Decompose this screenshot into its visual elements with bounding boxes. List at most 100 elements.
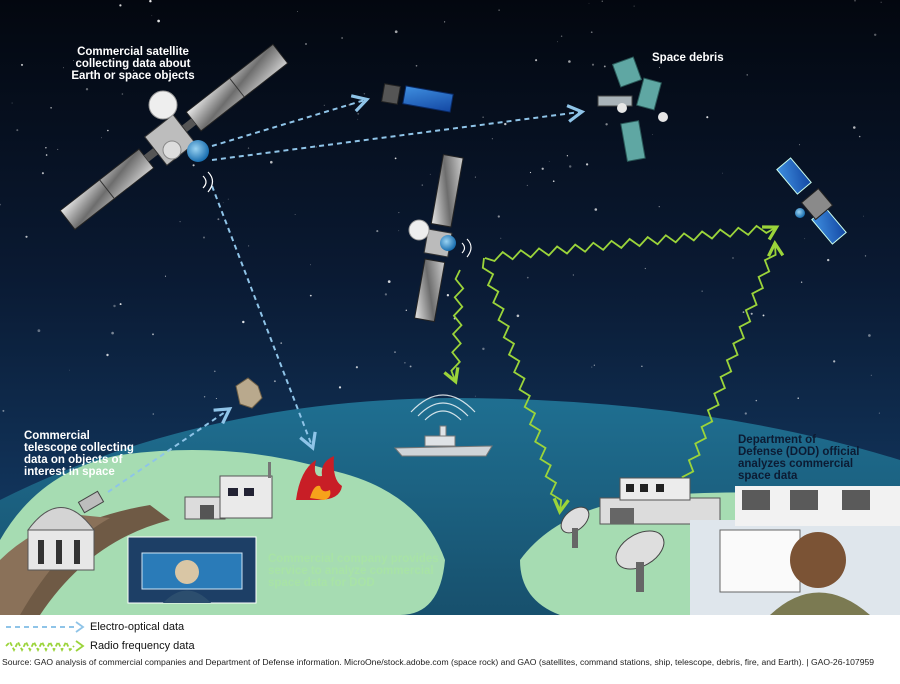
star: [45, 147, 47, 149]
star: [498, 9, 500, 11]
star: [151, 15, 153, 17]
dod-control-room: [690, 486, 900, 615]
star: [247, 147, 250, 149]
star: [213, 370, 216, 373]
star: [526, 276, 529, 279]
star: [878, 412, 880, 414]
star: [398, 212, 400, 214]
star: [641, 365, 643, 367]
star: [100, 137, 102, 139]
legend-electro-optical-label: Electro-optical data: [90, 621, 185, 633]
star: [568, 60, 571, 63]
star: [591, 366, 593, 368]
star: [762, 314, 765, 317]
commercial-company-building: [184, 462, 273, 520]
star: [348, 104, 350, 106]
star: [405, 309, 407, 311]
star: [652, 134, 653, 135]
radio-frequency-swatch: [5, 639, 85, 653]
star: [16, 129, 19, 132]
star: [113, 304, 116, 308]
star: [270, 160, 273, 164]
target-satellite: [380, 83, 454, 113]
star: [157, 19, 160, 23]
center-satellite: [408, 154, 472, 323]
star: [37, 329, 41, 333]
star: [516, 314, 520, 318]
star: [384, 293, 388, 296]
star: [363, 93, 366, 95]
star: [309, 294, 312, 297]
star: [421, 184, 424, 186]
star: [798, 144, 801, 146]
dod-command-station: [599, 477, 721, 525]
commercial-satellite: [59, 43, 289, 231]
star: [566, 155, 569, 157]
star: [864, 255, 867, 257]
star: [443, 21, 446, 23]
star: [2, 409, 5, 412]
star: [376, 230, 379, 233]
legend-radio-frequency-label: Radio frequency data: [90, 640, 195, 652]
star: [497, 215, 500, 218]
star: [20, 63, 24, 66]
star: [590, 31, 593, 34]
star: [701, 290, 703, 292]
star: [152, 333, 154, 336]
rf-satellite: [776, 157, 847, 245]
space-rock: [235, 377, 263, 409]
electro-optical-swatch: [6, 621, 85, 633]
star: [594, 208, 598, 211]
star: [482, 116, 484, 118]
star: [560, 35, 563, 38]
star: [11, 102, 13, 104]
star: [297, 11, 298, 12]
star: [868, 334, 871, 337]
star: [711, 56, 712, 58]
star: [746, 74, 748, 76]
star: [41, 172, 44, 175]
star: [111, 331, 114, 335]
star: [355, 366, 358, 369]
star: [398, 230, 400, 232]
star: [706, 116, 709, 119]
radio-frequency-arrows: [443, 224, 785, 516]
star: [535, 59, 538, 62]
star: [152, 413, 155, 415]
star: [591, 63, 595, 66]
commercial-analyst-inset: [127, 536, 257, 604]
star: [149, 0, 152, 3]
star: [755, 399, 758, 402]
star: [85, 88, 89, 91]
label-commercial-telescope: Commercial telescope collecting data on …: [24, 430, 134, 478]
electro-optical-arrows: [107, 94, 586, 493]
source-note: Source: GAO analysis of commercial compa…: [2, 657, 875, 667]
star: [572, 274, 574, 276]
star: [404, 362, 406, 364]
star: [179, 220, 181, 223]
star: [409, 365, 412, 368]
star: [659, 66, 660, 68]
star: [63, 67, 64, 69]
star: [722, 172, 723, 174]
ground-antennas: [560, 506, 665, 592]
star: [357, 112, 360, 115]
star: [57, 148, 59, 150]
star: [164, 275, 167, 277]
star: [557, 41, 558, 43]
star: [45, 154, 48, 156]
star: [552, 180, 555, 183]
star: [387, 280, 391, 283]
label-commercial-satellite: Commercial satellite collecting data abo…: [71, 46, 195, 82]
star: [797, 397, 799, 399]
star: [491, 138, 493, 140]
star: [222, 202, 224, 204]
legend-radio-frequency: Radio frequency data: [0, 638, 900, 656]
star: [394, 157, 397, 160]
star: [119, 303, 122, 306]
star: [482, 347, 485, 351]
star: [529, 171, 532, 174]
star: [742, 311, 745, 313]
star: [500, 237, 502, 239]
star: [50, 106, 52, 109]
